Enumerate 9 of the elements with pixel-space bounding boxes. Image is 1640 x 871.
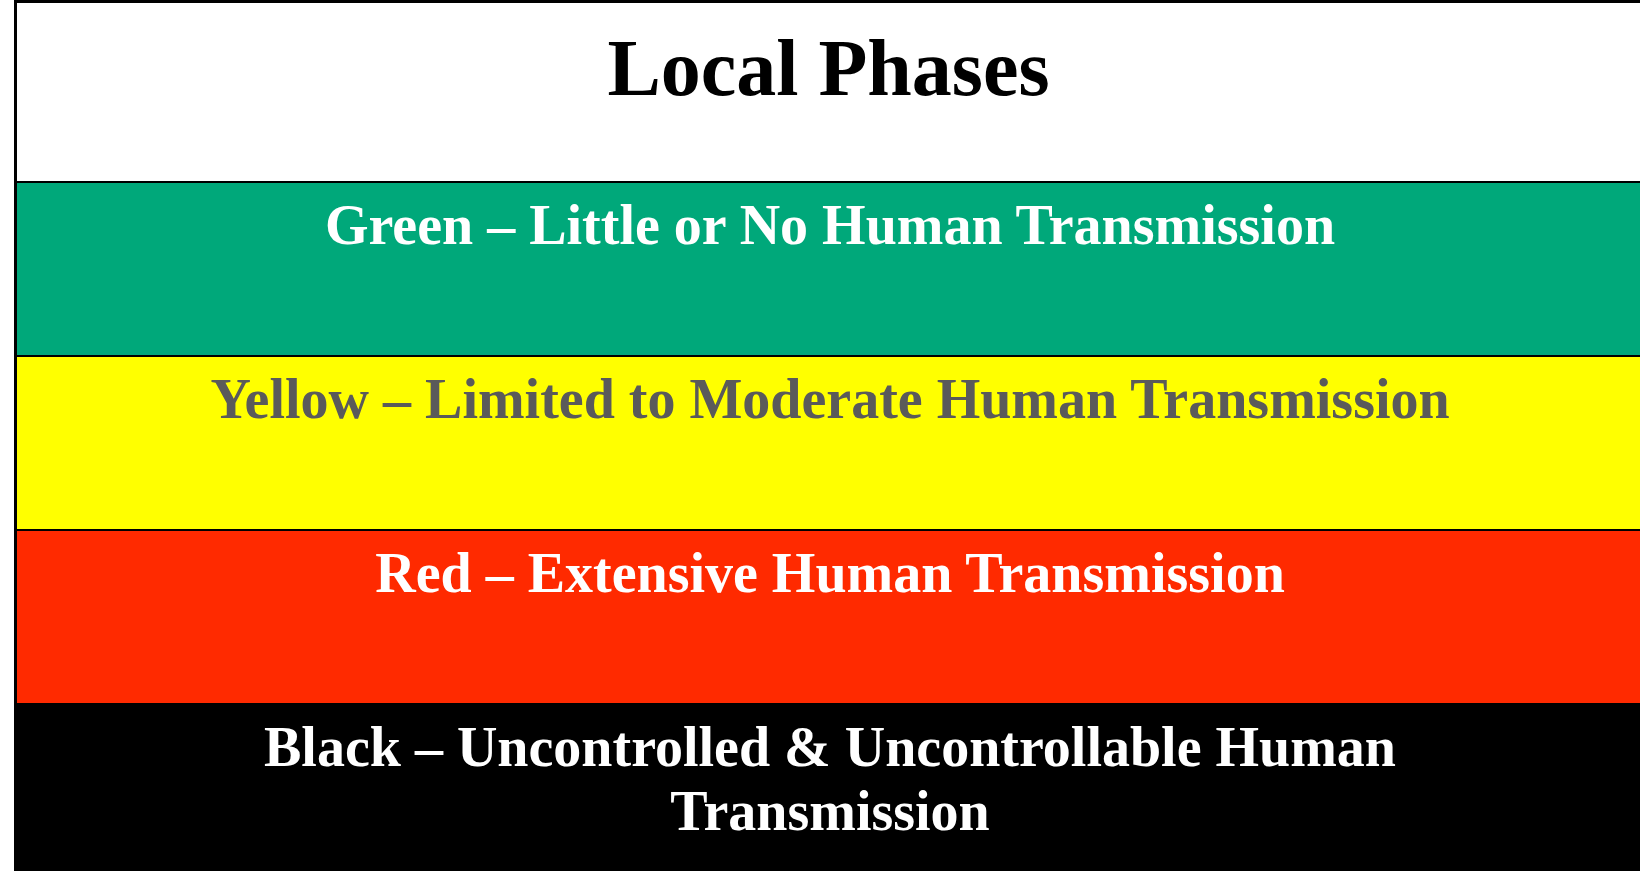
phase-label: Yellow – Limited to Moderate Human Transmission	[209, 367, 1451, 432]
phase-label: Black – Uncontrolled & Uncontrollable Human Transmission	[263, 715, 1397, 844]
phase-band	[17, 703, 1640, 871]
phase-band	[17, 355, 1640, 529]
phase-label: Green – Little or No Human Transmission	[323, 193, 1337, 258]
phase-band	[17, 181, 1640, 355]
title: Local Phases	[606, 23, 1051, 114]
phase-label: Red – Extensive Human Transmission	[374, 541, 1286, 606]
phase-band	[17, 529, 1640, 703]
